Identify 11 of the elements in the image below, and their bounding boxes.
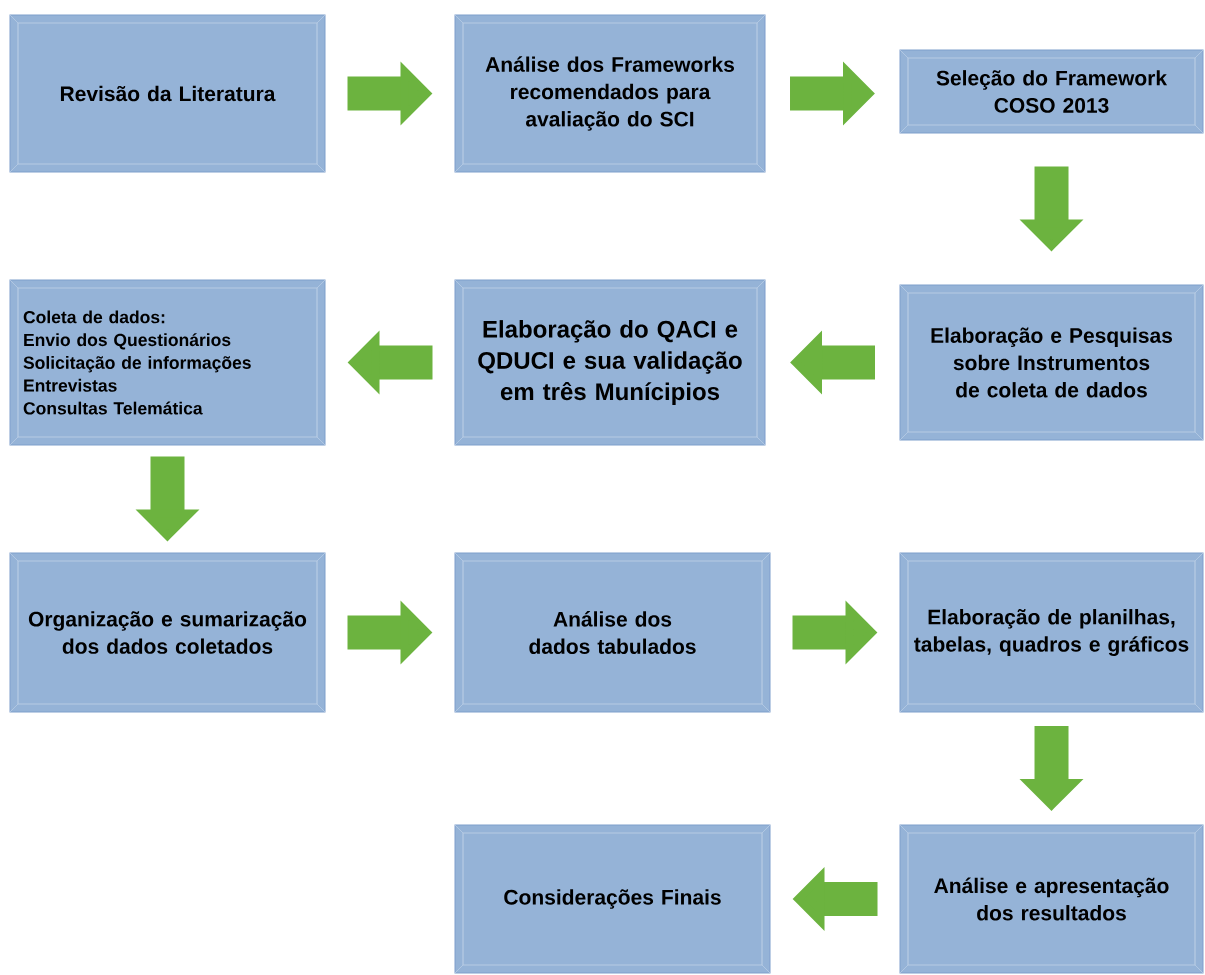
process-box: Considerações Finais: [454, 824, 771, 974]
process-box: Seleção do Framework COSO 2013: [899, 49, 1204, 134]
process-box: Análise e apresentação dos resultados: [899, 824, 1204, 974]
process-box: Organização e sumarização dos dados coletados: [9, 552, 326, 713]
process-box: Elaboração de planilhas, tabelas, quadros e gráficos: [899, 552, 1204, 713]
process-box: Revisão da Literatura: [9, 14, 326, 173]
process-box: Elaboração do QACI e QDUCI e sua validação em três Munícipios: [454, 279, 766, 446]
process-box: Análise dos Frameworks recomendados para avaliação do SCI: [454, 14, 766, 173]
process-box: Análise dos dados tabulados: [454, 552, 771, 713]
process-box: Elaboração e Pesquisas sobre Instrumentos de coleta de dados: [899, 284, 1204, 441]
process-box: Coleta de dados: Envio dos Questionários Solicitação de informações Entrevistas Consultas Telemática: [9, 279, 326, 446]
